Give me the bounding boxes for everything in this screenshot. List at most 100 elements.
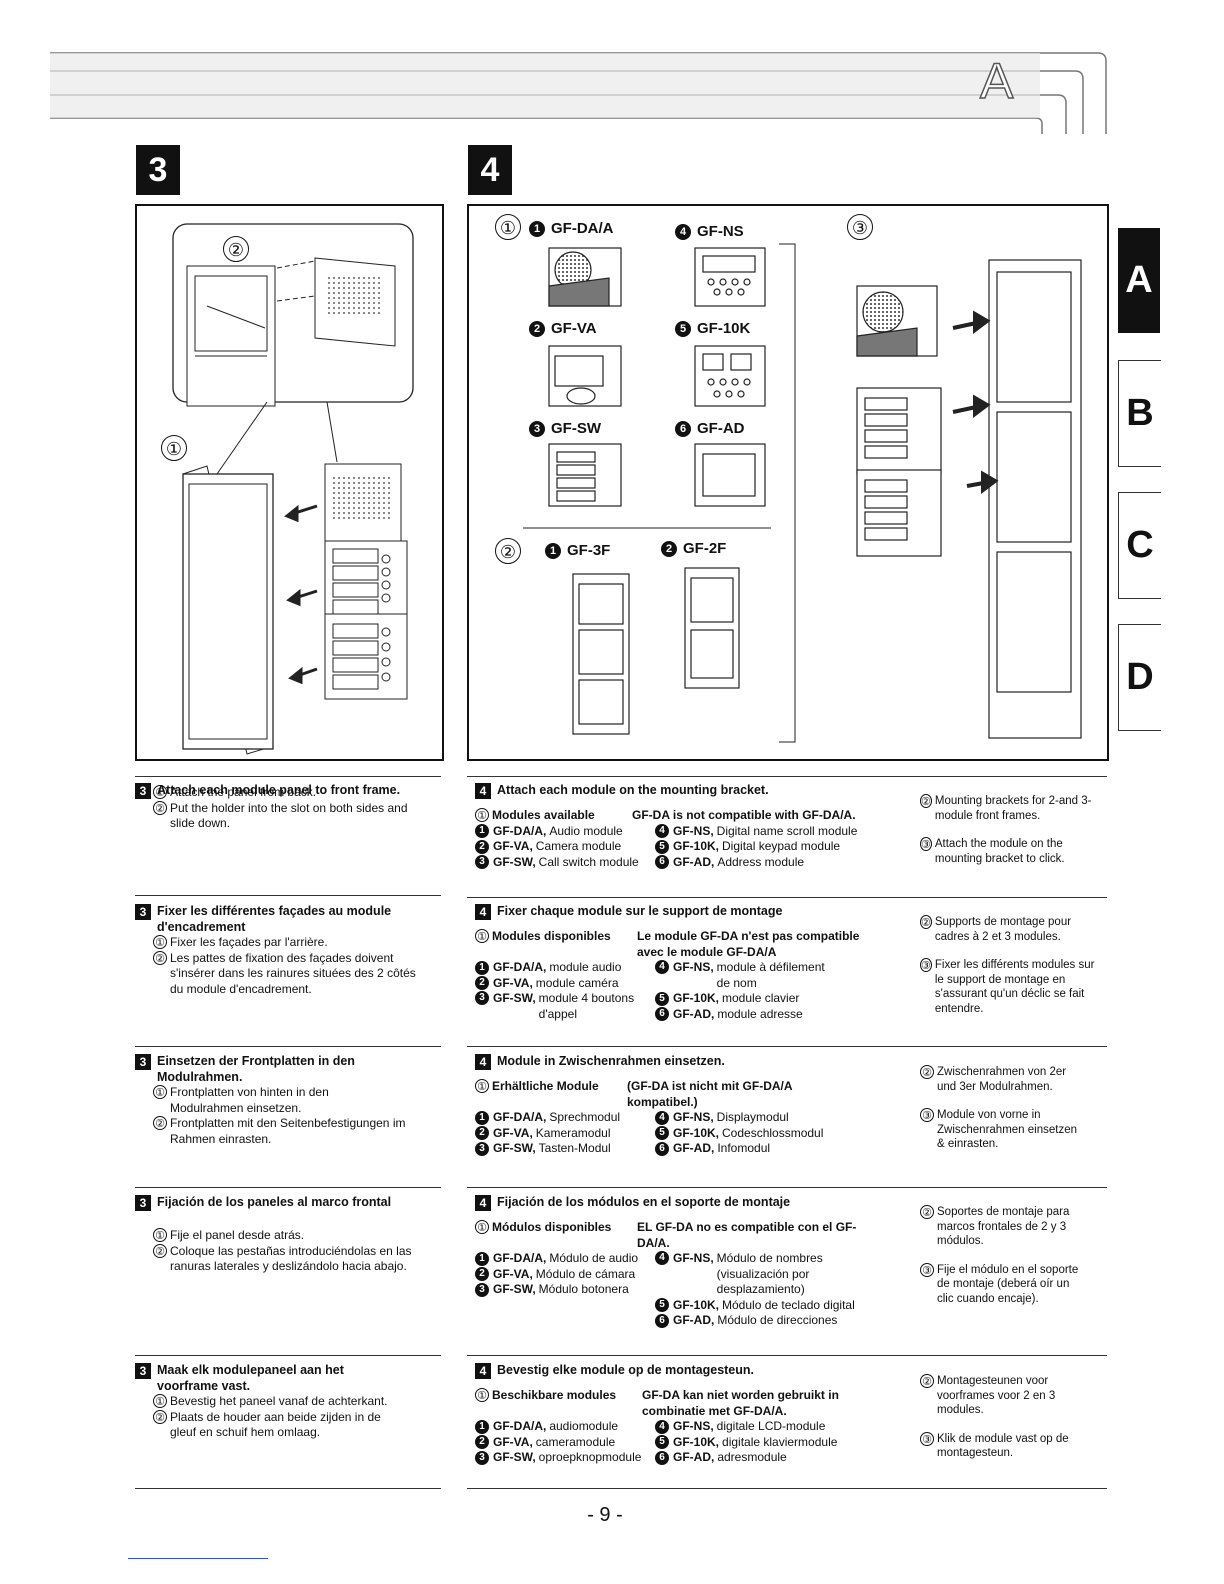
step-number-4: 4 (468, 145, 512, 195)
divider (467, 1355, 1107, 1356)
divider (467, 1187, 1107, 1188)
header-band (50, 52, 1107, 134)
page-number: - 9 - (587, 1504, 623, 1526)
group-3-label: ③ (847, 214, 873, 240)
footnote-rule (128, 1558, 268, 1559)
tab-a[interactable]: A (1118, 228, 1160, 333)
tab-c[interactable]: C (1118, 492, 1161, 599)
tab-d[interactable]: D (1118, 624, 1161, 731)
callout-1: ① (161, 435, 187, 461)
figure-3-panel: ① ② (135, 204, 444, 761)
divider (135, 776, 441, 777)
group-2-label: ② (495, 538, 521, 564)
group-1-label: ① (495, 214, 521, 240)
callout-2: ② (223, 236, 249, 262)
header-letter: A (979, 52, 1014, 110)
front-frame-illustration (172, 223, 414, 755)
divider (467, 776, 1107, 777)
divider (135, 1355, 441, 1356)
divider (135, 1488, 441, 1489)
divider (135, 1187, 441, 1188)
tab-b[interactable]: B (1118, 360, 1161, 467)
modules-illustration (523, 243, 1082, 743)
divider (467, 897, 1107, 898)
divider (467, 1046, 1107, 1047)
divider (135, 1046, 441, 1047)
divider (135, 895, 441, 896)
divider (467, 1488, 1107, 1489)
step-number-3: 3 (136, 145, 180, 195)
